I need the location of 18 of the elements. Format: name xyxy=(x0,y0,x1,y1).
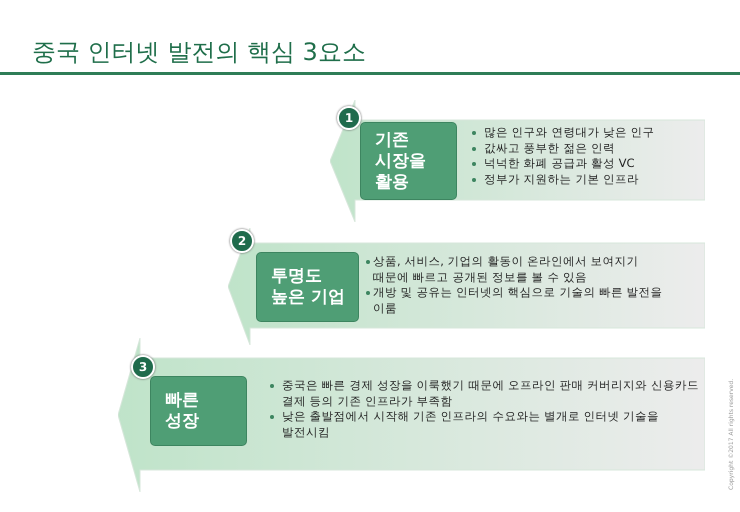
bullet-text: 넉넉한 화폐 공급과 활성 VC xyxy=(484,156,635,170)
bullet-text: 중국은 빠른 경제 성장을 이룩했기 때문에 오프라인 판매 커버리지와 신용카드 결제 등의 기존 인프라가 부족함 xyxy=(282,378,699,408)
bullet-text: 많은 인구와 연령대가 낮은 인구 xyxy=(484,125,655,139)
bullet-text: 낮은 출발점에서 시작해 기존 인프라의 수요와는 별개로 인터넷 기술을 발전시킴 xyxy=(282,409,660,438)
bullet-text: 값싸고 풍부한 젊은 인력 xyxy=(484,140,615,154)
heading-box: 기존 시장을 활용 xyxy=(360,122,457,200)
heading-box: 투명도 높은 기업 xyxy=(256,252,359,322)
number-badge: 3 xyxy=(131,355,155,379)
arrow-band xyxy=(228,228,705,345)
title: 중국 인터넷 발전의 핵심 3요소 xyxy=(32,37,366,68)
bullet-text: 개방 및 공유는 인터넷의 핵심으로 기술의 빠른 발전을 이룸 xyxy=(373,285,663,314)
number-badge: 1 xyxy=(337,106,361,130)
heading-box: 빠른 성장 xyxy=(150,376,247,446)
arrow-band xyxy=(330,100,705,222)
bullet-text: 상품, 서비스, 기업의 활동이 온라인에서 보여지기 때문에 빠르고 공개된 정보를 볼 수 있음 xyxy=(373,254,639,284)
arrow-band xyxy=(118,338,705,492)
bullet-text: 정부가 지원하는 기본 인프라 xyxy=(484,172,639,186)
number-badge: 2 xyxy=(230,229,254,253)
